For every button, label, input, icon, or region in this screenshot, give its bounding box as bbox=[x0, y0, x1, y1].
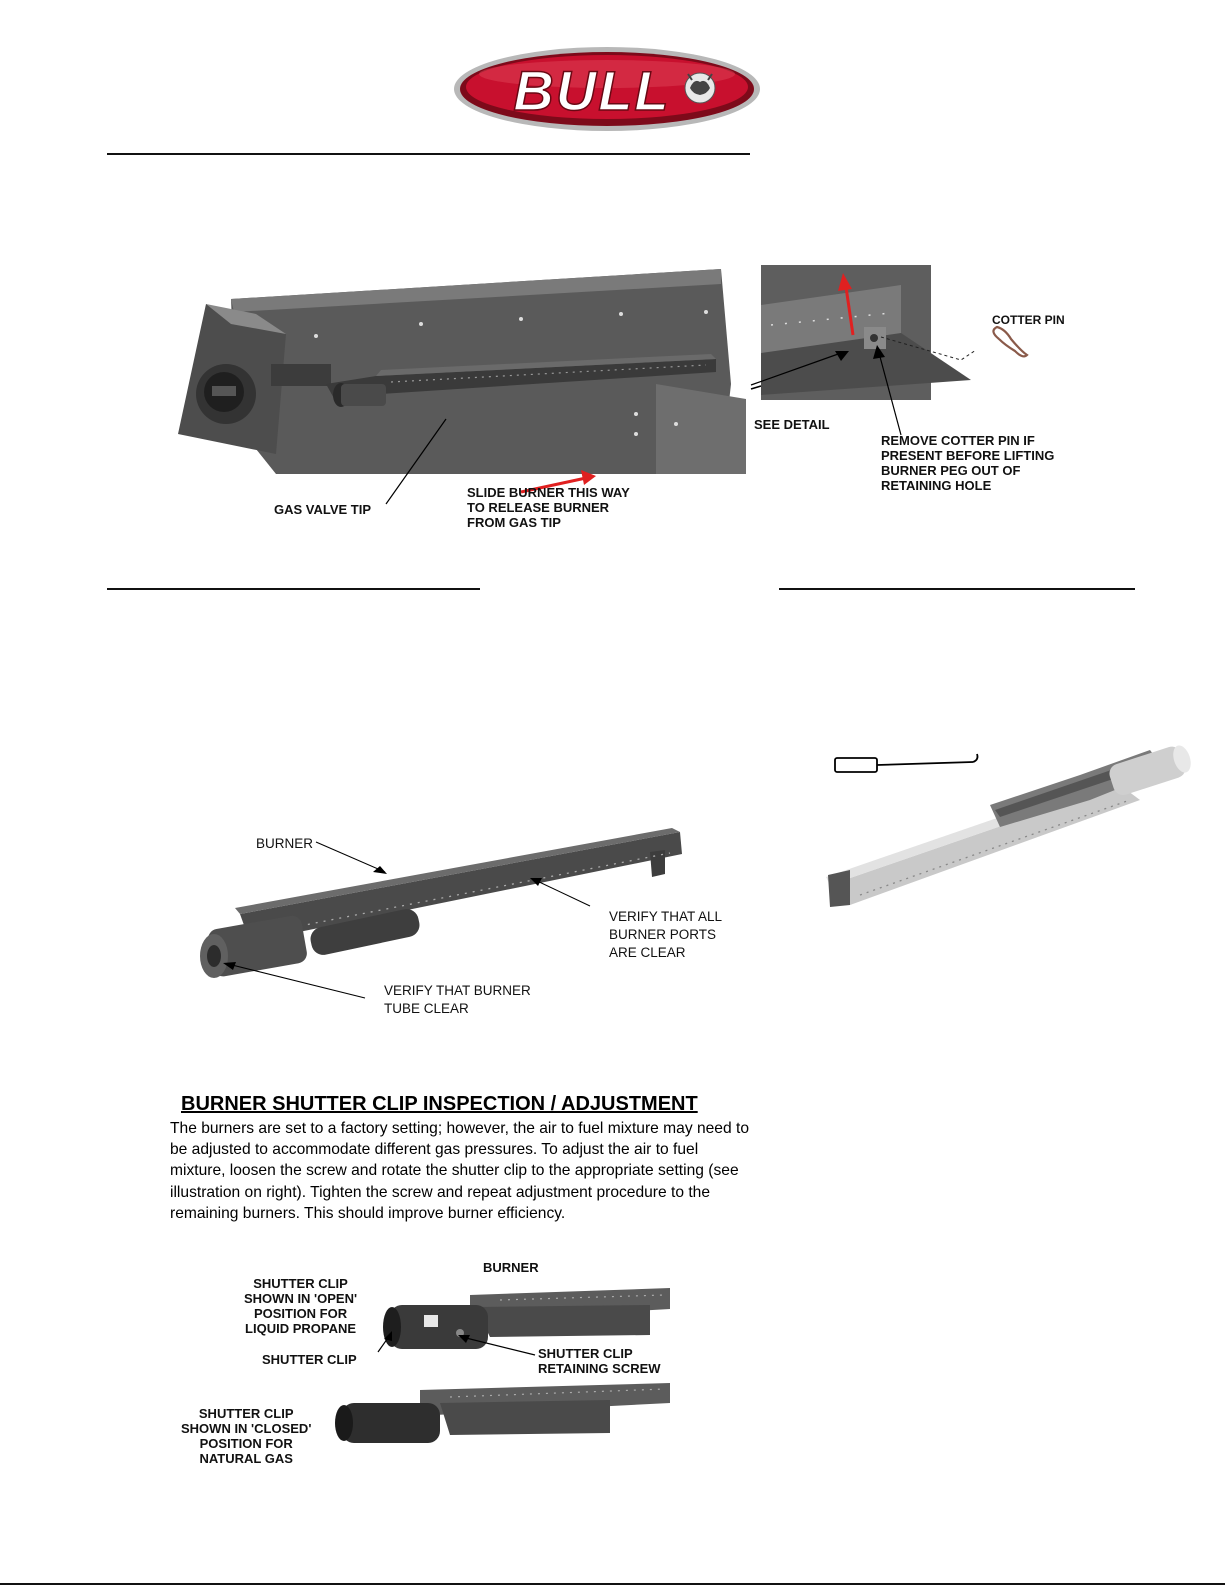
label-shutter-clip: SHUTTER CLIP bbox=[262, 1352, 357, 1367]
shutter-section-body: The burners are set to a factory setting… bbox=[170, 1120, 749, 1222]
bull-emblem-icon bbox=[684, 72, 716, 104]
section-rule-right bbox=[779, 588, 1135, 590]
label-cotter-pin: COTTER PIN bbox=[992, 313, 1065, 327]
label-gas-valve-tip: GAS VALVE TIP bbox=[274, 502, 372, 517]
label-remove-cotter-pin: REMOVE COTTER PIN IF PRESENT BEFORE LIFT… bbox=[881, 433, 1055, 493]
label-shutter-burner: BURNER bbox=[483, 1260, 539, 1275]
bottom-rule bbox=[0, 1583, 1225, 1585]
cotter-pin-detail bbox=[750, 265, 1029, 436]
label-verify-tube: VERIFY THAT BURNER TUBE CLEAR bbox=[384, 983, 531, 1016]
burner-illustration bbox=[200, 828, 682, 999]
bull-logo: BULL bbox=[454, 47, 760, 131]
label-verify-ports: VERIFY THAT ALL BURNER PORTS ARE CLEAR bbox=[609, 909, 723, 960]
cotter-pin-icon bbox=[992, 325, 1029, 358]
shutter-clip-illustration bbox=[335, 1288, 670, 1443]
label-burner: BURNER bbox=[256, 836, 314, 851]
label-shutter-closed: SHUTTER CLIP SHOWN IN 'CLOSED' POSITION … bbox=[181, 1406, 312, 1466]
section-rule-left bbox=[107, 588, 480, 590]
cleaning-tool-icon bbox=[834, 753, 979, 773]
logo-wordmark: BULL bbox=[513, 59, 670, 122]
label-retaining-screw: SHUTTER CLIP RETAINING SCREW bbox=[538, 1346, 661, 1376]
burner-3d-illustration bbox=[826, 745, 1191, 907]
burner-box-illustration bbox=[178, 269, 762, 505]
top-rule bbox=[107, 153, 750, 155]
label-shutter-open: SHUTTER CLIP SHOWN IN 'OPEN' POSITION FO… bbox=[244, 1276, 358, 1336]
shutter-section-heading: BURNER SHUTTER CLIP INSPECTION / ADJUSTM… bbox=[181, 1093, 698, 1115]
label-see-detail: SEE DETAIL bbox=[754, 417, 830, 432]
label-slide-burner: SLIDE BURNER THIS WAY TO RELEASE BURNER … bbox=[467, 485, 630, 530]
